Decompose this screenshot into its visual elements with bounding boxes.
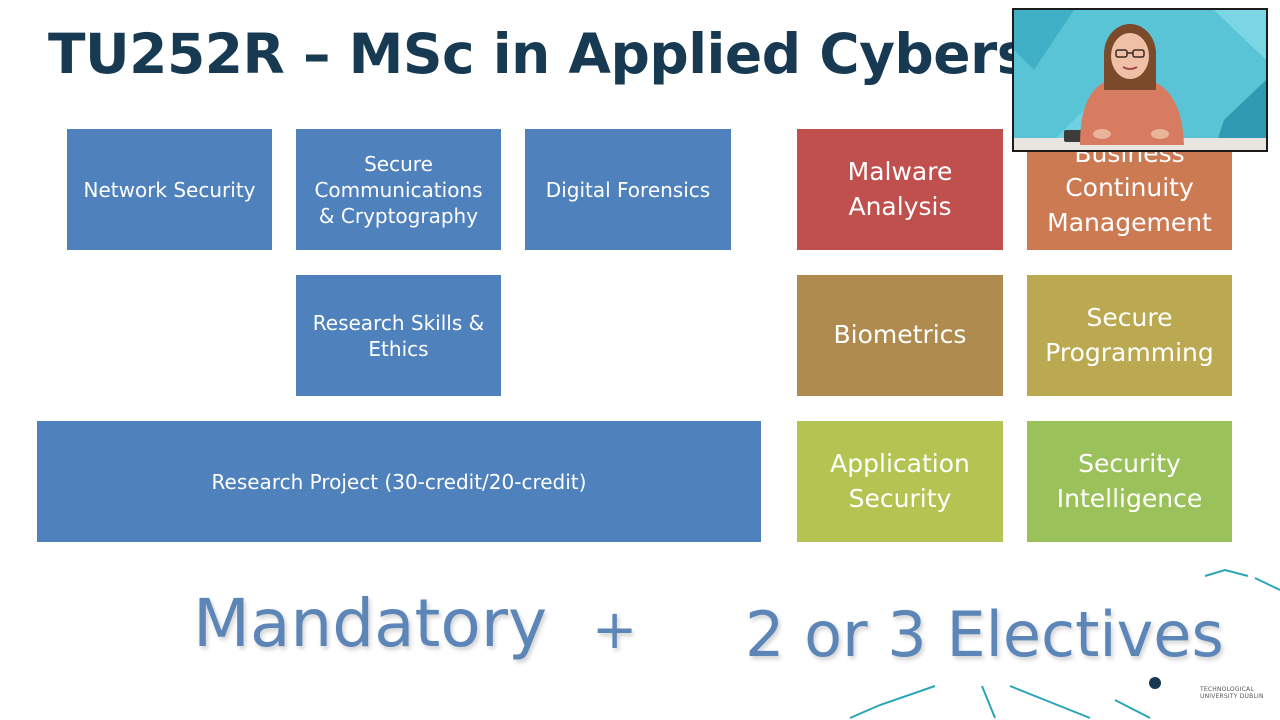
plus-sign: + (592, 598, 638, 661)
elective-application-security: Application Security (797, 421, 1003, 542)
module-label: Secure Programming (1045, 303, 1214, 367)
module-secure-communications: Secure Communications & Cryptography (296, 129, 501, 250)
module-label: Biometrics (833, 320, 967, 350)
elective-malware-analysis: Malware Analysis (797, 129, 1003, 250)
slide-title: TU252R – MSc in Applied Cybersecu (48, 22, 1137, 86)
elective-security-intelligence: Security Intelligence (1027, 421, 1232, 542)
module-research-skills: Research Skills & Ethics (296, 275, 501, 396)
module-label: Network Security (83, 177, 256, 202)
mandatory-caption: Mandatory (193, 585, 548, 662)
module-label: Research Skills & Ethics (312, 310, 485, 361)
module-label: Application Security (830, 449, 970, 513)
module-label: Research Project (30-credit/20-credit) (211, 469, 587, 494)
module-label: Digital Forensics (545, 177, 711, 202)
electives-caption: 2 or 3 Electives (745, 598, 1224, 671)
logo-line-2: UNIVERSITY DUBLIN (1200, 693, 1264, 700)
module-research-project: Research Project (30-credit/20-credit) (37, 421, 761, 542)
logo-line-1: TECHNOLOGICAL (1200, 686, 1254, 693)
university-logo: TECHNOLOGICAL UNIVERSITY DUBLIN (1200, 686, 1264, 700)
module-label: Secure Communications & Cryptography (314, 151, 483, 228)
module-digital-forensics: Digital Forensics (525, 129, 731, 250)
module-label: Malware Analysis (847, 157, 953, 221)
module-label: Security Intelligence (1056, 449, 1203, 513)
elective-secure-programming: Secure Programming (1027, 275, 1232, 396)
module-network-security: Network Security (67, 129, 272, 250)
presenter-webcam (1012, 8, 1268, 152)
presenter-video-icon (1014, 10, 1266, 150)
elective-biometrics: Biometrics (797, 275, 1003, 396)
